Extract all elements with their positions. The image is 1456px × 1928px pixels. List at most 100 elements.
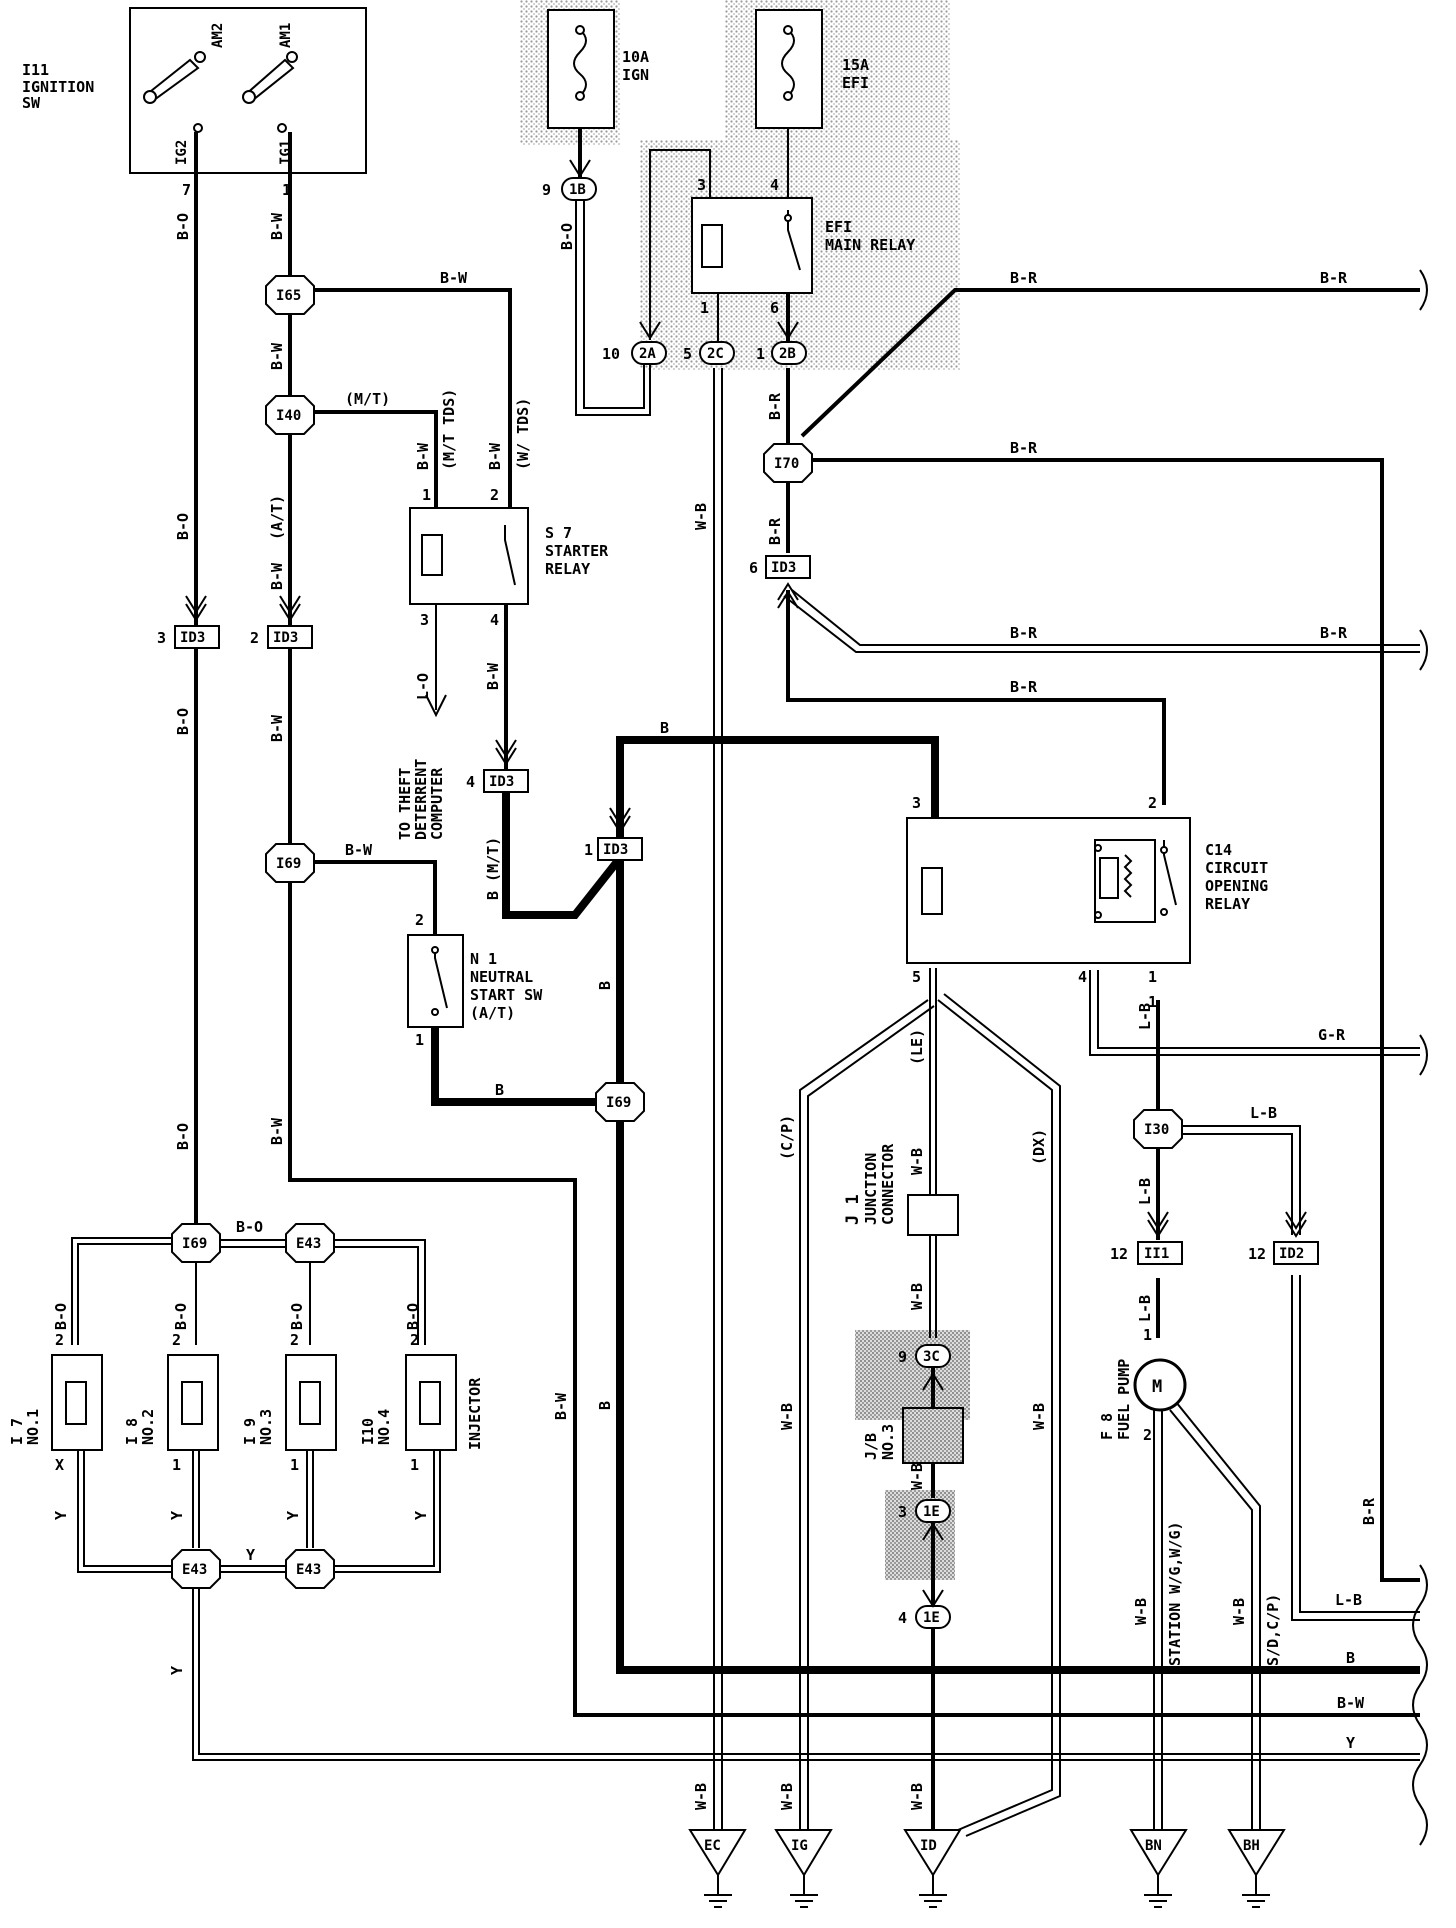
wire-label-br-6: B-R xyxy=(1010,624,1038,642)
injector-4: 2 1 I10 NO.4 xyxy=(359,1331,457,1474)
fuse-efi-rating: 15A xyxy=(842,56,869,74)
injector-2-pin-top: 2 xyxy=(172,1331,181,1349)
fuse-efi-name: EFI xyxy=(842,74,869,92)
neutral-sw-name-3: (A/T) xyxy=(470,1004,515,1022)
efi-main-relay: 3 4 1 6 EFI MAIN RELAY xyxy=(691,176,915,317)
junction-e43-c: E43 xyxy=(285,1549,335,1589)
svg-text:3: 3 xyxy=(157,629,166,647)
ignition-sw-name-2: SW xyxy=(22,94,41,112)
wire-label-bw-12: B-W xyxy=(1337,1694,1365,1712)
injector-2-id: I 8 xyxy=(123,1418,141,1445)
neutral-sw-name-2: START SW xyxy=(470,986,543,1004)
wire-label-gr: G-R xyxy=(1318,1026,1346,1044)
circuit-opening-relay: 3 2 5 4 1 C14 CIRCUIT OPENING RELAY xyxy=(906,794,1268,986)
injector-4-pin-top: 2 xyxy=(410,1331,419,1349)
jb3-id-1: J/B xyxy=(862,1433,880,1460)
injector-4-id: I10 xyxy=(359,1418,377,1445)
efi-relay-pin-1: 1 xyxy=(700,299,709,317)
svg-text:6: 6 xyxy=(749,559,758,577)
connector-1e-b: 1E4 xyxy=(898,1605,951,1629)
wire-label-y-4: Y xyxy=(284,1511,302,1520)
fuel-pump-pin-1: 1 xyxy=(1143,1326,1152,1344)
ground-id: ID xyxy=(903,1829,962,1908)
wire-note-mt-tds: (M/T TDS) xyxy=(440,389,458,470)
svg-text:1E: 1E xyxy=(923,1610,940,1626)
cor-pin-3: 3 xyxy=(912,794,921,812)
injector-4-pin-bottom: 1 xyxy=(410,1456,419,1474)
wire-label-bw-8: B-W xyxy=(414,442,432,470)
wire-label-b-2: B xyxy=(596,981,614,990)
ignition-sw-name-1: IGNITION xyxy=(22,78,94,96)
svg-text:1: 1 xyxy=(756,345,765,363)
ignition-sw-id: I11 xyxy=(22,61,49,79)
injector-3-pin-bottom: 1 xyxy=(290,1456,299,1474)
injector-2: 2 1 I 8 NO.2 xyxy=(123,1331,219,1474)
fuse-ign: 10A IGN xyxy=(547,9,649,129)
starter-relay-pin-4: 4 xyxy=(490,611,499,629)
injector-3-id: I 9 xyxy=(241,1418,259,1445)
svg-text:1: 1 xyxy=(584,841,593,859)
wire-label-wb-6: W-B xyxy=(1030,1403,1048,1430)
wire-label-y-5: Y xyxy=(412,1511,430,1520)
wire-label-br-9: B-R xyxy=(1360,1497,1378,1525)
wire-note-b-mt: B (M/T) xyxy=(484,837,502,900)
junction-i65: I65 xyxy=(265,275,315,315)
wire-label-bo-9: B-O xyxy=(404,1303,422,1330)
svg-text:3: 3 xyxy=(898,1503,907,1521)
svg-text:2: 2 xyxy=(250,629,259,647)
svg-text:2B: 2B xyxy=(779,346,796,362)
injector-1-pin-bottom: X xyxy=(55,1456,64,1474)
efi-relay-pin-4: 4 xyxy=(770,176,779,194)
fuel-pump-motor: M xyxy=(1152,1377,1162,1397)
wire-label-wb-1: W-B xyxy=(692,503,710,530)
wire-label-bw-6: B-W xyxy=(440,269,468,287)
wire-label-wb-11: W-B xyxy=(908,1783,926,1810)
wire-label-br-5: B-R xyxy=(1010,439,1038,457)
neutral-sw-name-1: NEUTRAL xyxy=(470,968,533,986)
neutral-sw-id: N 1 xyxy=(470,950,497,968)
wire-label-lb-4: L-B xyxy=(1136,1295,1154,1322)
efi-relay-pin-3: 3 xyxy=(697,176,706,194)
injector-1-pin-top: 2 xyxy=(55,1331,64,1349)
wire-label-wb-3: W-B xyxy=(908,1148,926,1175)
fuse-ign-name: IGN xyxy=(622,66,649,84)
svg-text:ID3: ID3 xyxy=(771,560,796,576)
wire-label-br-2: B-R xyxy=(766,517,784,545)
svg-text:3C: 3C xyxy=(923,1349,940,1365)
svg-text:9: 9 xyxy=(898,1348,907,1366)
connector-3c: 3C 9 xyxy=(898,1344,951,1368)
ground-ig: IG xyxy=(774,1829,833,1908)
svg-text:ID: ID xyxy=(920,1838,937,1854)
injector-1-no: NO.1 xyxy=(24,1409,42,1445)
starter-relay-id: S 7 xyxy=(545,524,572,542)
cor-name-2: OPENING xyxy=(1205,877,1268,895)
wire-label-bo-4: B-O xyxy=(174,1123,192,1150)
theft-note: TO THEFT DETERRENT COMPUTER xyxy=(396,759,446,840)
wire-label-lb-5: L-B xyxy=(1335,1591,1362,1609)
wire-label-wb-8: W-B xyxy=(1230,1598,1248,1625)
svg-text:BH: BH xyxy=(1243,1838,1260,1854)
fuel-pump-id: F 8 xyxy=(1098,1413,1116,1440)
wire-label-bw-7: B-W xyxy=(345,841,373,859)
pin-labels: 1 xyxy=(1148,993,1157,1011)
wire-label-bw-2: B-W xyxy=(268,342,286,370)
cor-name-1: CIRCUIT xyxy=(1205,859,1268,877)
fuel-pump-pin-2: 2 xyxy=(1143,1426,1152,1444)
theft-note-2: DETERRENT xyxy=(412,759,430,840)
ignition-switch: AM2 AM1 IG2 IG1 I11 IGNITION SW 7 1 xyxy=(22,7,367,199)
svg-text:9: 9 xyxy=(542,181,551,199)
starter-relay-pin-3: 3 xyxy=(420,611,429,629)
cor-pin-2: 2 xyxy=(1148,794,1157,812)
injectors: 2 X I 7 NO.1 2 1 I 8 NO.2 2 1 I 9 NO.3 2… xyxy=(8,1331,484,1474)
connector-id3-e: ID3 6 xyxy=(749,555,811,579)
wire-label-bw-3: B-W xyxy=(268,562,286,590)
wire-label-bo-3: B-O xyxy=(174,708,192,735)
efi-relay-name-2: MAIN RELAY xyxy=(825,236,915,254)
svg-text:II1: II1 xyxy=(1144,1246,1169,1262)
wire-color-labels: B-O B-O B-O B-O B-W B-W B-W (A/T) B-W B-… xyxy=(52,212,1378,1810)
theft-note-1: TO THEFT xyxy=(396,768,414,840)
